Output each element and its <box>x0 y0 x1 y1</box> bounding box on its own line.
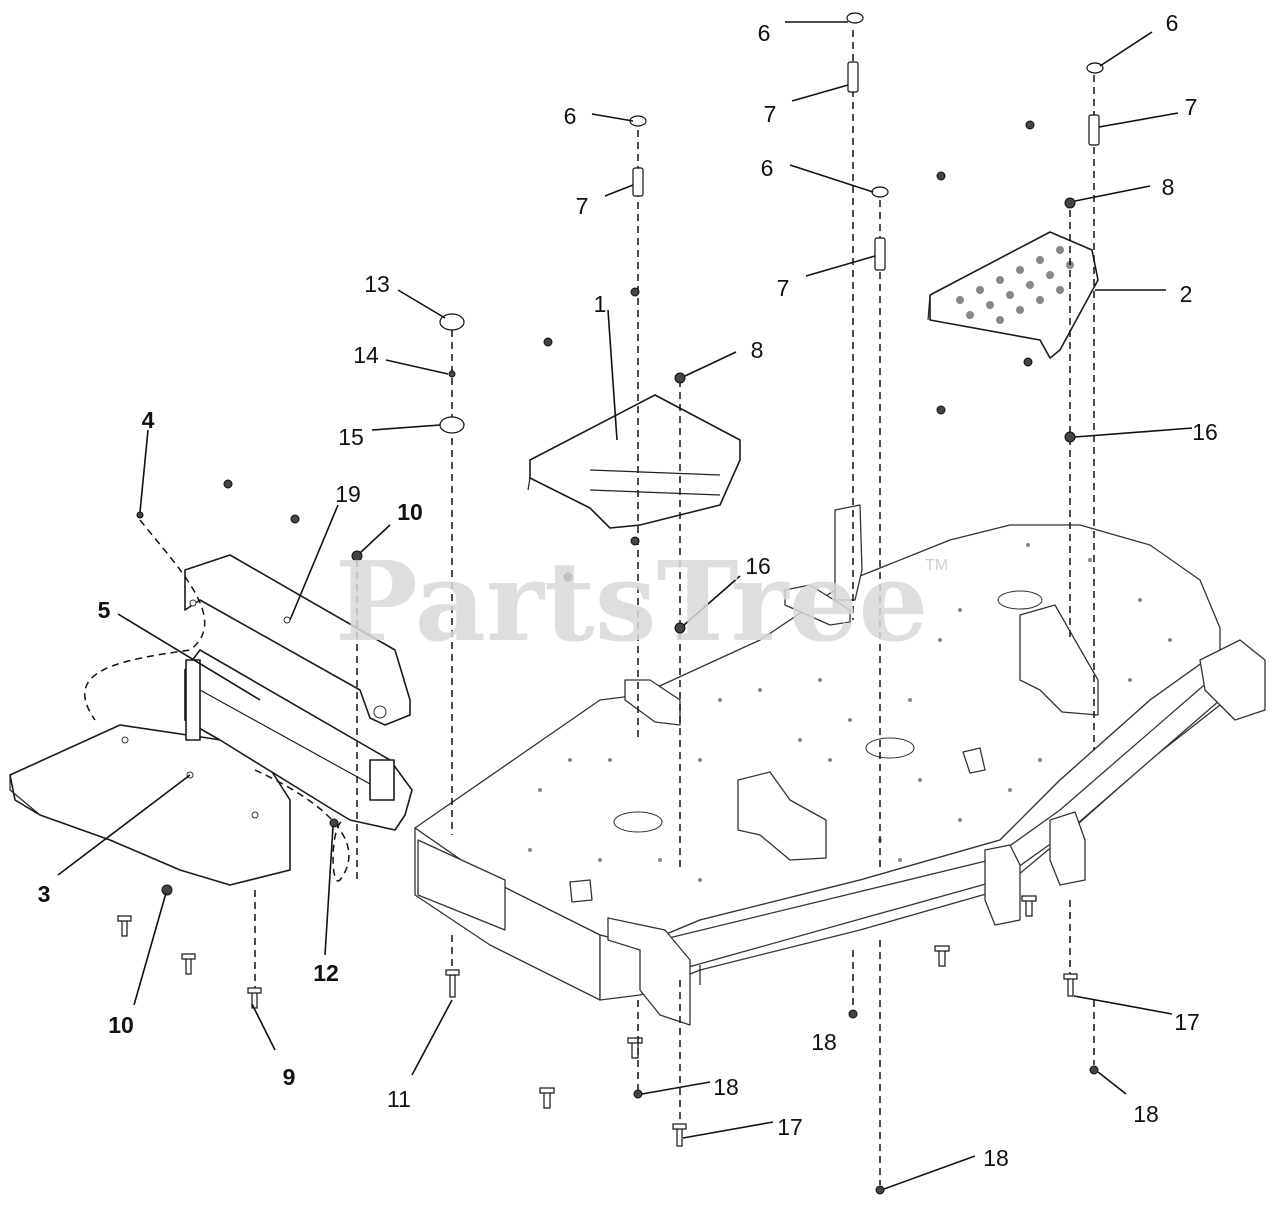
callout-c15: 15 <box>338 424 364 450</box>
mower-deck <box>414 504 1266 1109</box>
callout-c7c: 7 <box>777 275 790 301</box>
callout-c18c: 18 <box>1133 1101 1159 1127</box>
callout-c18d: 18 <box>983 1145 1009 1171</box>
callout-c4: 4 <box>142 407 155 433</box>
callout-c12: 12 <box>313 960 339 986</box>
callout-c16a: 16 <box>745 553 771 579</box>
watermark: PartsTree TM <box>335 537 948 666</box>
callout-c10b: 10 <box>108 1012 134 1038</box>
under-deck-bolts <box>539 895 1037 1109</box>
callout-c18b: 18 <box>811 1029 837 1055</box>
callout-c17a: 17 <box>1174 1009 1200 1035</box>
callout-c19: 19 <box>335 481 361 507</box>
part-19-deflector-cover <box>184 554 411 726</box>
callout-c7b: 7 <box>764 101 777 127</box>
callout-c8a: 8 <box>751 337 764 363</box>
callout-c3: 3 <box>38 881 51 907</box>
assembly-axes <box>84 30 1095 1185</box>
callout-c8b: 8 <box>1162 174 1175 200</box>
trademark-mark: TM <box>925 557 948 574</box>
callout-c14: 14 <box>353 342 379 368</box>
step-plate-holes <box>956 246 1074 324</box>
callout-c13: 13 <box>364 271 390 297</box>
callout-c9: 9 <box>283 1064 296 1090</box>
callout-c11: 11 <box>387 1086 411 1112</box>
callout-c10a: 10 <box>397 499 423 525</box>
callout-c6c: 6 <box>761 155 774 181</box>
callout-c7a: 7 <box>576 193 589 219</box>
callout-c6b: 6 <box>758 20 771 46</box>
hardware <box>117 12 1104 1195</box>
callout-c18a: 18 <box>713 1074 739 1100</box>
callout-c2: 2 <box>1180 281 1193 307</box>
part-5-hinge-bracket <box>184 649 413 831</box>
part-1-belt-cover <box>527 394 741 529</box>
leader-lines <box>57 21 1193 1190</box>
callout-c6d: 6 <box>1166 10 1179 36</box>
callout-c7d: 7 <box>1185 94 1198 120</box>
part-2-step-plate <box>927 231 1099 359</box>
callout-c5: 5 <box>98 597 111 623</box>
callout-c17b: 17 <box>777 1114 803 1140</box>
callout-c1: 1 <box>594 291 607 317</box>
callout-c6a: 6 <box>564 103 577 129</box>
watermark-text: PartsTree <box>335 537 929 666</box>
callout-c16b: 16 <box>1192 419 1218 445</box>
